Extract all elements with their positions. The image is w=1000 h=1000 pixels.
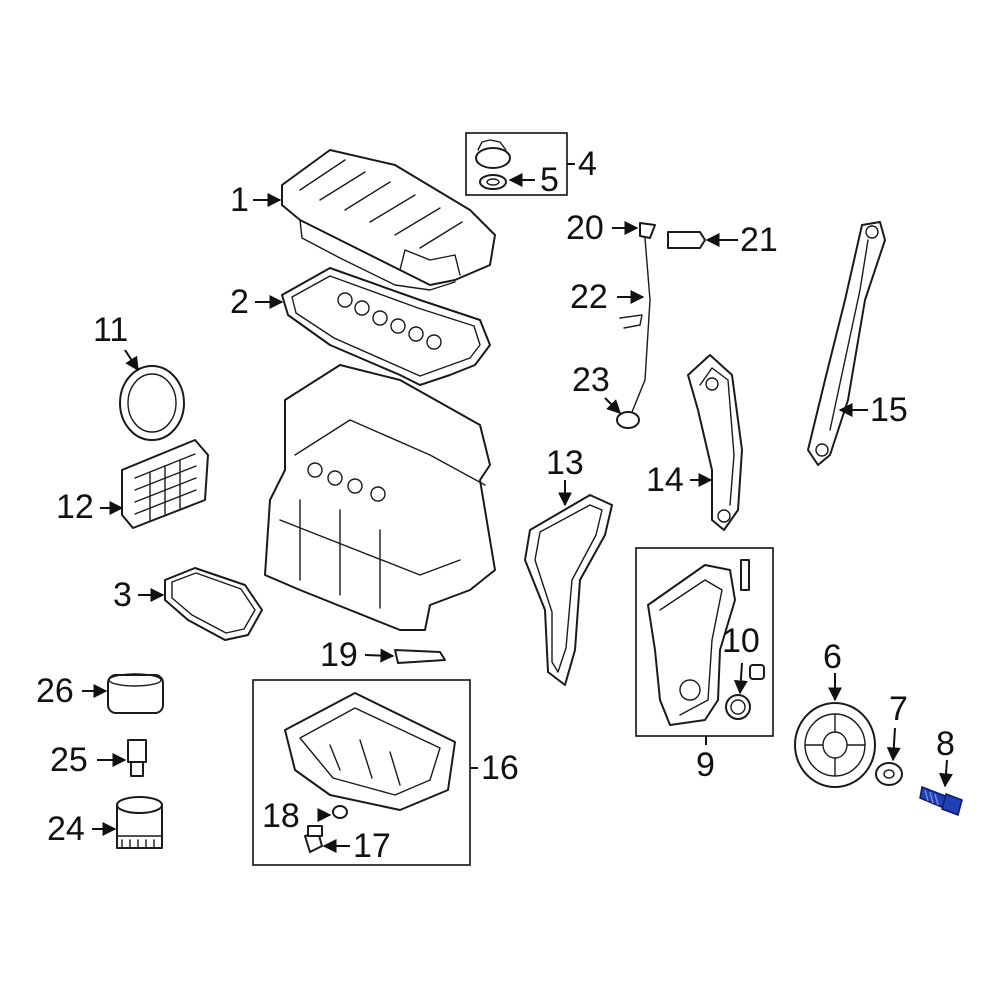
dipstick[interactable] <box>619 222 656 413</box>
callout-13: 13 <box>546 444 584 482</box>
callout-3: 3 <box>113 576 132 614</box>
crankshaft-seal[interactable] <box>119 365 185 441</box>
oil-filler-cap[interactable] <box>475 139 511 169</box>
chain-guide[interactable] <box>807 221 886 466</box>
callout-9: 9 <box>696 746 715 784</box>
valve-cover[interactable] <box>281 149 496 291</box>
valve-cover-gasket[interactable] <box>281 267 491 386</box>
callout-5: 5 <box>540 161 559 199</box>
callout-12: 12 <box>56 488 94 526</box>
callout-24: 24 <box>47 810 85 848</box>
callout-14: 14 <box>646 461 684 499</box>
timing-cover-dowels[interactable] <box>740 559 750 591</box>
callout-8: 8 <box>936 725 955 763</box>
drain-plug-gasket[interactable] <box>332 805 348 819</box>
timing-cover-bolt[interactable] <box>749 664 765 680</box>
oil-pan[interactable] <box>284 692 456 811</box>
filler-cap-seal[interactable] <box>479 174 507 190</box>
dipstick-tube-clip[interactable] <box>667 231 706 249</box>
leader-lines <box>82 163 953 853</box>
callout-16: 16 <box>481 749 519 787</box>
crankshaft-pulley[interactable] <box>794 702 876 788</box>
timing-cover-group-box <box>635 547 774 737</box>
oil-pump-gasket[interactable] <box>164 567 263 641</box>
cylinder-block <box>264 364 496 631</box>
callout-25: 25 <box>50 741 88 779</box>
callout-7: 7 <box>889 690 908 728</box>
callout-15: 15 <box>870 391 908 429</box>
callout-23: 23 <box>572 361 610 399</box>
callout-11: 11 <box>93 311 129 349</box>
oil-separator[interactable] <box>121 439 209 529</box>
callout-19: 19 <box>320 636 358 674</box>
oil-cooler[interactable] <box>107 673 164 714</box>
sealant-tube[interactable] <box>394 649 446 664</box>
oil-filter[interactable] <box>116 796 163 849</box>
callout-18: 18 <box>262 797 300 835</box>
timing-chain[interactable] <box>524 494 613 686</box>
callout-1: 1 <box>230 181 249 219</box>
oil-pan-group-box <box>252 679 471 866</box>
tensioner-guide[interactable] <box>687 354 743 531</box>
callout-6: 6 <box>823 638 842 676</box>
callout-4: 4 <box>578 145 597 183</box>
timing-cover-seal[interactable] <box>725 694 751 720</box>
dipstick-oring[interactable] <box>616 411 640 429</box>
callout-10: 10 <box>722 622 760 660</box>
callout-26: 26 <box>36 672 74 710</box>
drain-plug[interactable] <box>304 825 323 853</box>
callout-17: 17 <box>353 827 391 865</box>
pulley-bolt[interactable] <box>919 785 963 816</box>
timing-cover[interactable] <box>647 564 736 726</box>
callout-2: 2 <box>230 283 249 321</box>
callout-22: 22 <box>570 278 608 316</box>
oil-pressure-switch[interactable] <box>127 739 147 777</box>
callout-21: 21 <box>740 221 778 259</box>
callout-20: 20 <box>566 209 604 247</box>
pulley-washer[interactable] <box>875 762 903 786</box>
